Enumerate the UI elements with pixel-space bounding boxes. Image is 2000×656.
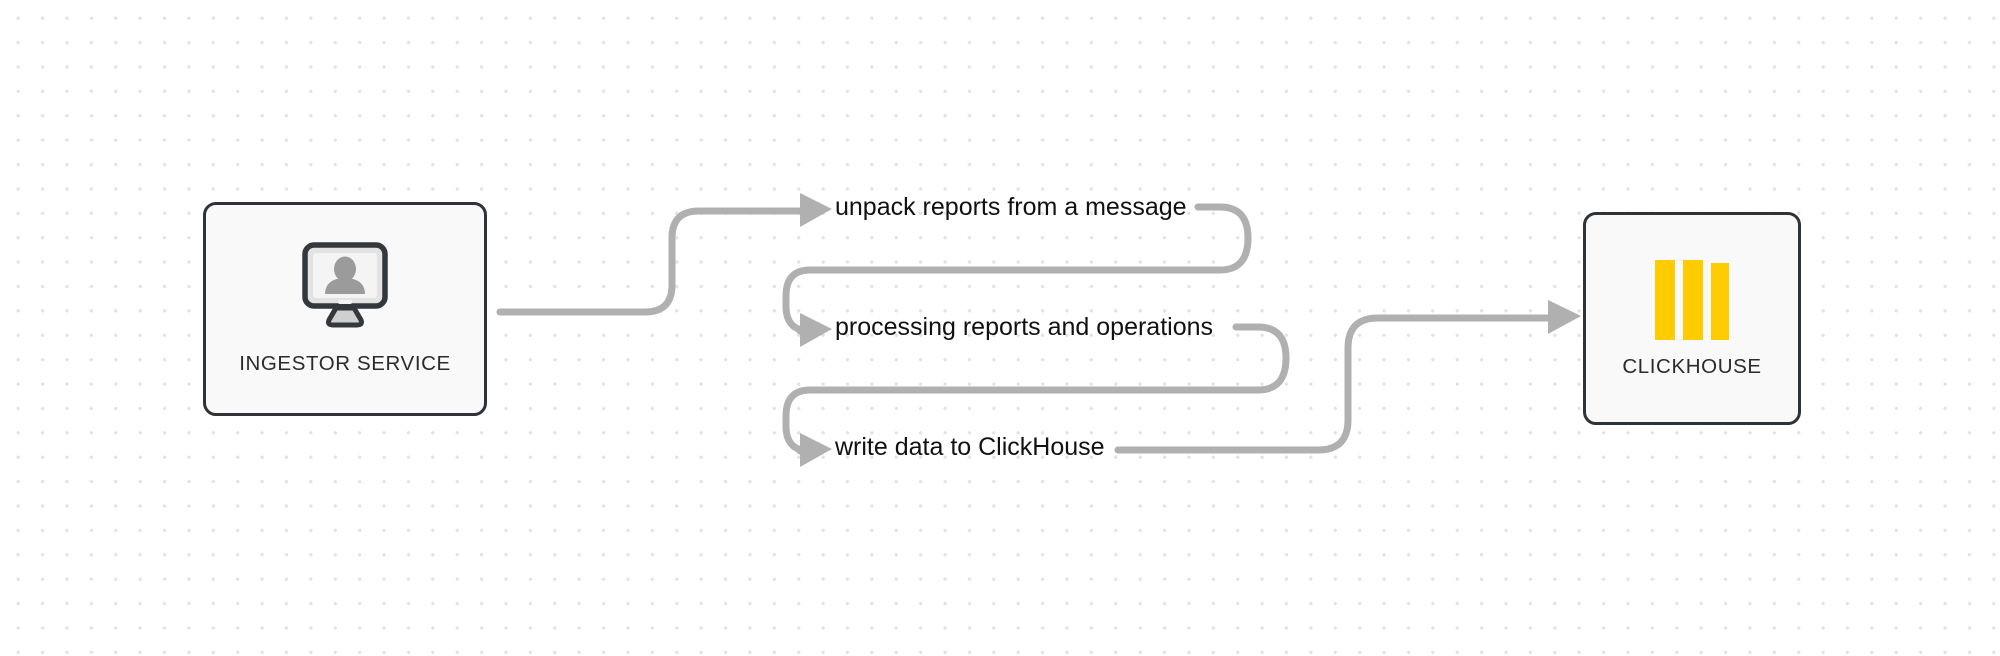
monitor-user-icon: [302, 242, 388, 328]
edge-arrowhead-step3: [800, 433, 832, 467]
edge-arrowhead-step2: [800, 313, 832, 347]
edge-arrowhead-clickhouse: [1548, 300, 1581, 334]
edge-label-unpack-reports: unpack reports from a message: [835, 193, 1187, 221]
node-ingestor-service[interactable]: INGESTOR SERVICE: [203, 202, 487, 416]
edge-step3-to-clickhouse: [1114, 314, 1552, 454]
clickhouse-bars-icon: [1655, 259, 1729, 340]
edge-ingestor-to-step1: [496, 207, 804, 316]
edge-label-write-data: write data to ClickHouse: [835, 433, 1105, 461]
edge-arrowhead-step1: [800, 193, 832, 227]
node-clickhouse[interactable]: CLICKHOUSE: [1583, 212, 1801, 425]
edge-label-processing-reports: processing reports and operations: [835, 313, 1214, 341]
node-clickhouse-label: CLICKHOUSE: [1622, 354, 1762, 378]
edge-step2-to-step3: [782, 323, 1290, 455]
node-ingestor-label: INGESTOR SERVICE: [239, 352, 451, 375]
edge-step1-to-step2: [782, 203, 1252, 335]
